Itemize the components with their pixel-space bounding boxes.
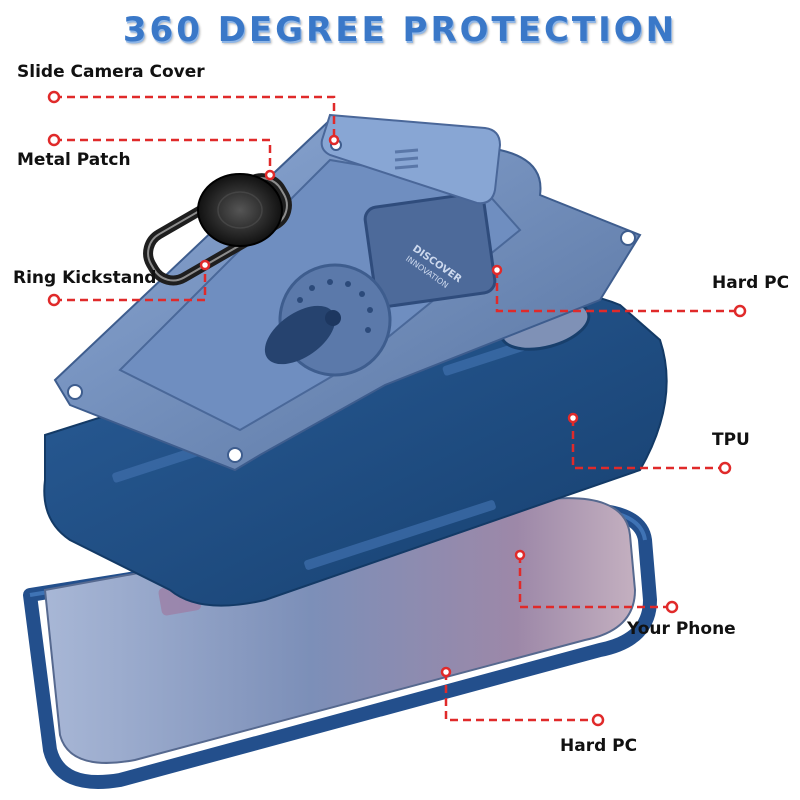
callout-line-hard-pc-top <box>495 270 740 313</box>
label-hard-pc-top: Hard PC <box>712 273 790 293</box>
camera-window <box>363 192 497 308</box>
label-hard-pc-bottom: Hard PC <box>560 736 638 756</box>
callout-line-tpu <box>571 418 725 470</box>
page-title: 360 DEGREE PROTECTION <box>122 10 678 50</box>
callout-dot <box>47 90 61 104</box>
label-metal-patch: Metal Patch <box>17 150 131 170</box>
callout-line-slide-camera-cover <box>54 95 336 140</box>
callout-dot <box>264 169 276 181</box>
callout-dot <box>491 264 503 276</box>
callout-dot <box>199 259 211 271</box>
callout-line-metal-patch <box>54 138 272 175</box>
callout-dot <box>47 133 61 147</box>
callout-dot <box>733 304 747 318</box>
label-your-phone: Your Phone <box>627 619 736 639</box>
callout-dot <box>47 293 61 307</box>
callout-line-ring-kickstand <box>54 265 207 302</box>
callout-dot <box>718 461 732 475</box>
metal-patch-disc <box>197 173 283 247</box>
callout-dot <box>665 600 679 614</box>
callout-dot <box>328 134 340 146</box>
label-ring-kickstand: Ring Kickstand <box>13 268 157 288</box>
label-slide-camera-cover: Slide Camera Cover <box>17 62 205 82</box>
label-tpu: TPU <box>712 430 750 450</box>
callout-dot <box>567 412 579 424</box>
callout-dot <box>440 666 452 678</box>
callout-line-hard-pc-bottom <box>444 672 598 722</box>
callout-dot <box>514 549 526 561</box>
callout-line-your-phone <box>518 555 672 609</box>
callout-dot <box>591 713 605 727</box>
